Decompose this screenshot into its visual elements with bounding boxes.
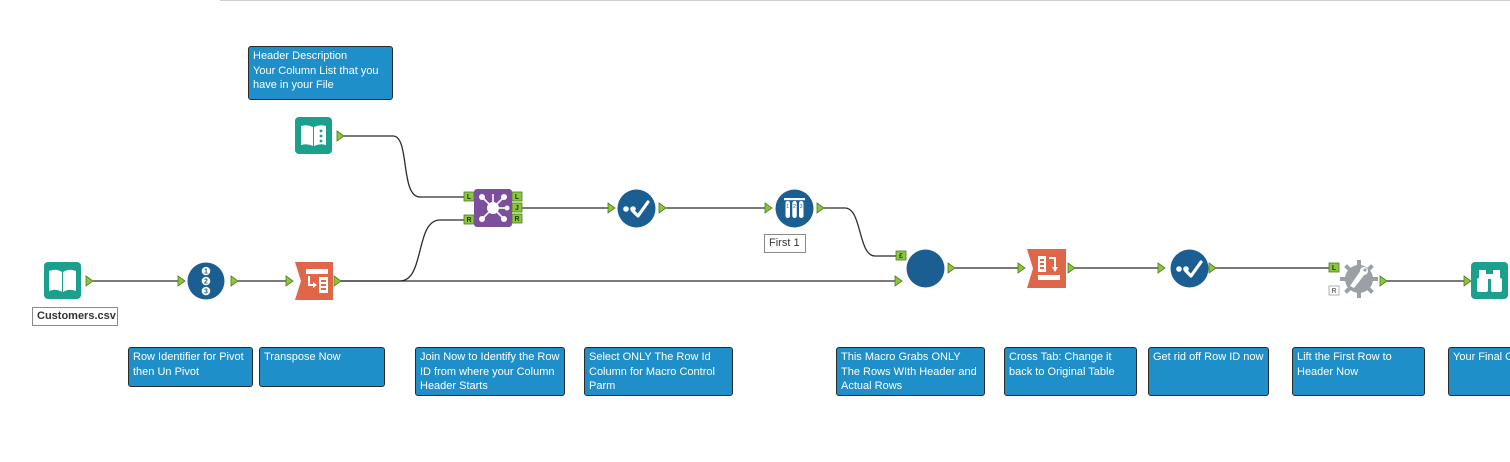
book-icon [295,117,332,154]
select-tool-1[interactable] [617,189,656,228]
wire-transpose-join [340,219,466,282]
checkmark-dots-icon [617,189,656,228]
gear-wrench-icon [1340,260,1378,298]
join-out-J: J [515,205,519,212]
note-header-description[interactable]: Header Description Your Column List that… [248,46,393,100]
macro-anchor: £ [899,253,903,260]
note-transpose[interactable]: Transpose Now [259,347,385,387]
input-data-tool[interactable] [44,262,81,299]
svg-text:2: 2 [793,204,796,210]
sample-tool[interactable]: 1 2 3 [775,189,814,228]
join-network-icon [474,189,512,227]
note-crosstab[interactable]: Cross Tab: Change it back to Original Ta… [1004,347,1137,396]
svg-text:1: 1 [204,269,208,276]
join-anchor-L: L [467,194,472,201]
svg-text:1: 1 [786,204,789,210]
browse-tool[interactable] [1471,262,1508,299]
binoculars-icon [1471,262,1508,299]
crosstab-icon [1027,249,1066,288]
note-macro[interactable]: This Macro Grabs ONLY The Rows WIth Head… [836,347,985,396]
record-id-tool[interactable]: 1 2 3 [187,262,225,300]
dynamic-rename-tool[interactable] [1339,259,1379,299]
select-tool-2[interactable] [1170,249,1209,288]
canvas-top-border [220,0,1510,1]
join-tool[interactable] [474,189,512,227]
svg-text:2: 2 [204,279,208,286]
book-icon [44,262,81,299]
svg-text:3: 3 [204,289,208,296]
note-row-identifier[interactable]: Row Identifier for Pivot then Un Pivot [128,347,253,387]
transpose-icon [295,262,333,300]
crosstab-tool[interactable] [1027,249,1066,288]
note-final-output[interactable]: Your Final Output [1448,347,1510,396]
wire-textinput-join [343,135,466,198]
note-first-row-header[interactable]: Lift the First Row to Header Now [1292,347,1425,396]
note-join[interactable]: Join Now to Identify the Row ID from whe… [415,347,565,396]
rename-anchor-L: L [1332,265,1337,272]
checkmark-dots-icon [1170,249,1209,288]
rename-anchor-R: R [1331,288,1336,295]
svg-text:3: 3 [800,204,803,210]
sample-label: First 1 [764,234,806,253]
batch-macro-tool[interactable] [906,249,945,288]
join-out-L: L [515,194,520,201]
wire-sample-macro [824,207,897,257]
numbered-list-icon: 1 2 3 [187,262,225,300]
circle-icon [906,249,945,288]
test-tubes-icon: 1 2 3 [775,189,814,228]
note-remove-row-id[interactable]: Get rid off Row ID now [1148,347,1269,396]
join-out-R: R [514,216,519,223]
input-file-label: Customers.csv [32,307,118,326]
note-select-row-id[interactable]: Select ONLY The Row Id Column for Macro … [584,347,733,396]
text-input-tool[interactable] [295,117,332,154]
transpose-tool[interactable] [295,262,333,300]
join-anchor-R: R [466,217,471,224]
